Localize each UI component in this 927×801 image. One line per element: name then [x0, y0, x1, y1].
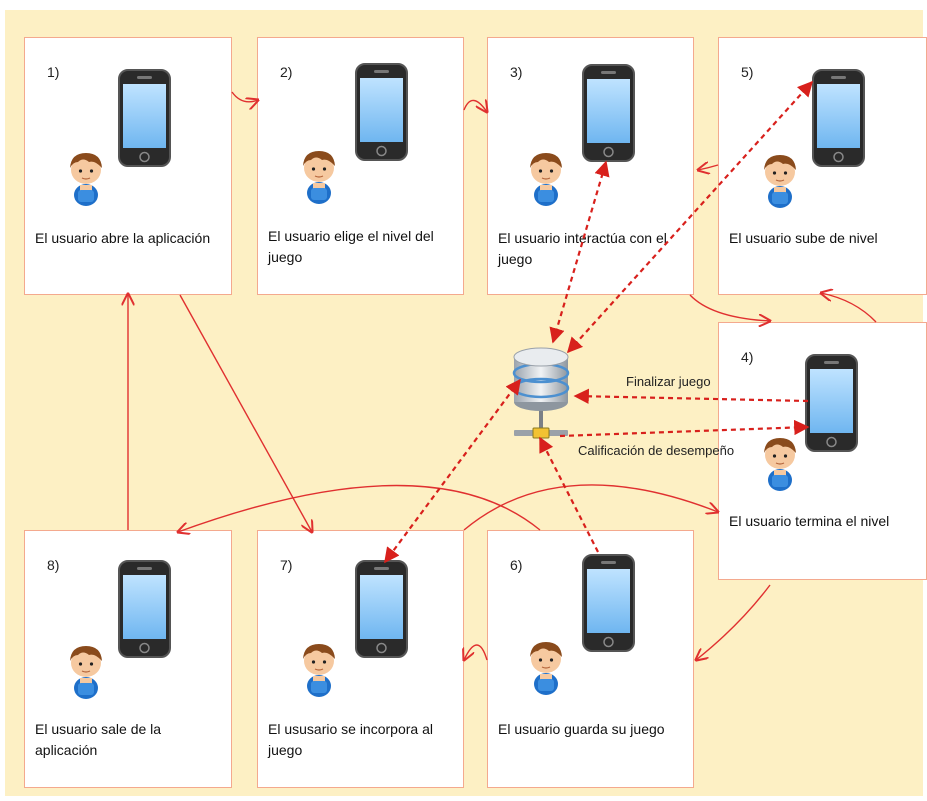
step-card-4: 4) El usuario termina el nivel [718, 322, 927, 580]
step-card-8: 8) El usuario sale de la aplicación [24, 530, 232, 788]
step-card-1: 1) El usuario abre la aplicación [24, 37, 232, 295]
user-avatar-icon [65, 643, 107, 701]
step-caption: El usuario termina el nivel [729, 513, 890, 529]
user-avatar-icon [525, 150, 567, 208]
smartphone-icon [581, 553, 636, 653]
user-avatar-icon [759, 435, 801, 493]
user-avatar-icon [65, 150, 107, 208]
step-number: 3) [510, 64, 523, 80]
step-caption: El usuario interactúa con el juego [498, 230, 667, 267]
smartphone-icon [581, 63, 636, 163]
step-card-7: 7) El ususario se incorpora al juego [257, 530, 464, 788]
step-number: 1) [47, 64, 60, 80]
step-number: 2) [280, 64, 293, 80]
user-avatar-icon [525, 639, 567, 697]
step-caption: El usuario sube de nivel [729, 230, 878, 246]
step-card-2: 2) El usuario elige el nivel del juego [257, 37, 464, 295]
smartphone-icon [117, 68, 172, 168]
smartphone-icon [354, 62, 409, 162]
step-number: 6) [510, 557, 523, 573]
step-number: 8) [47, 557, 60, 573]
smartphone-icon [354, 559, 409, 659]
step-caption: El usuario sale de la aplicación [35, 721, 162, 758]
step-caption: El ususario se incorpora al juego [268, 721, 433, 758]
step-caption: El usuario abre la aplicación [35, 230, 211, 246]
user-avatar-icon [298, 148, 340, 206]
smartphone-icon [117, 559, 172, 659]
step-number: 4) [741, 349, 754, 365]
smartphone-icon [811, 68, 866, 168]
label-performance-rating: Calificación de desempeño [578, 443, 735, 458]
step-number: 7) [280, 557, 293, 573]
database-server-icon [512, 347, 570, 439]
user-avatar-icon [759, 152, 801, 210]
label-finalize-game: Finalizar juego [626, 374, 711, 389]
step-caption: El usuario elige el nivel del juego [268, 228, 434, 265]
user-avatar-icon [298, 641, 340, 699]
smartphone-icon [804, 353, 859, 453]
step-card-3: 3) El usuario interactúa con el juego [487, 37, 694, 295]
step-card-6: 6) El usuario guarda su juego [487, 530, 694, 788]
step-number: 5) [741, 64, 754, 80]
step-caption: El usuario guarda su juego [498, 721, 665, 737]
step-card-5: 5) El usuario sube de nivel [718, 37, 927, 295]
